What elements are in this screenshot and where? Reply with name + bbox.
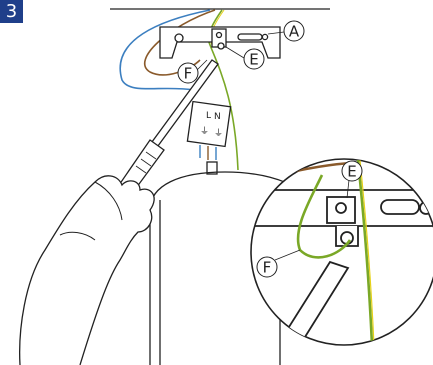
terminal-label-earth-2: ⏚ <box>214 128 223 139</box>
step-number-badge: 3 <box>0 0 23 23</box>
callout-a-label: A <box>289 23 300 41</box>
callout-e-detail-circle <box>341 160 363 182</box>
callout-e-main-circle <box>243 48 265 70</box>
callout-a-circle <box>283 20 305 42</box>
detail-magnifier: E F <box>250 158 433 346</box>
mounting-bracket <box>159 26 281 59</box>
callout-e-main-label: E <box>249 51 258 69</box>
terminal-label-earth-1: ⏚ <box>200 126 209 137</box>
green-yellow-wire <box>207 9 239 171</box>
terminal-label-l: L <box>206 111 211 121</box>
callout-f-detail-label: F <box>263 259 272 277</box>
blue-wire <box>119 9 211 91</box>
hand <box>19 175 155 365</box>
callout-e-detail-label: E <box>347 163 356 181</box>
terminal-label-n: N <box>214 112 221 122</box>
callout-f-main-circle <box>177 62 199 84</box>
callout-f-main-label: F <box>184 65 193 83</box>
terminal-block: L N ⏚ ⏚ <box>186 100 232 160</box>
callout-f-detail-circle <box>256 256 278 278</box>
